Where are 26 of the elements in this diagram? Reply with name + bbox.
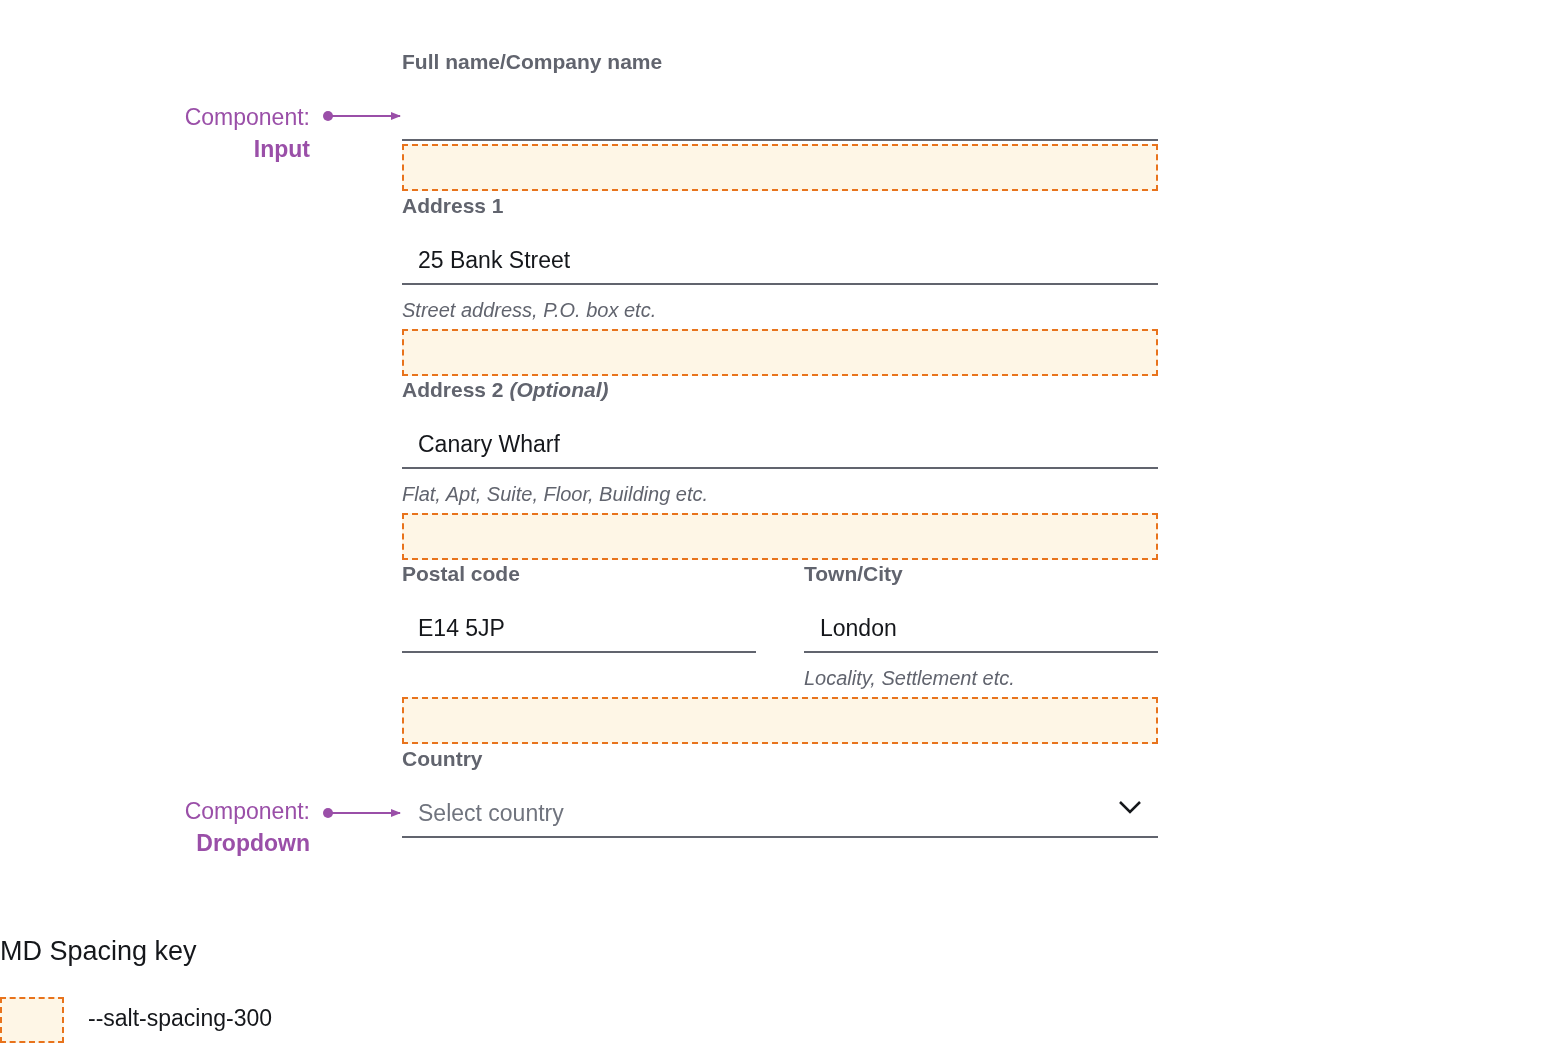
field-label: Postal code [402, 561, 521, 587]
spacing-band [402, 329, 1158, 376]
component-name: Dropdown [195, 829, 310, 858]
input-field: E14 5JP [402, 605, 756, 653]
legend-text: --salt-spacing-300 [88, 1005, 273, 1032]
helper-text: Locality, Settlement etc. [804, 666, 1016, 691]
annotation-label: Component: [184, 103, 310, 132]
helper-text: Flat, Apt, Suite, Floor, Building etc. [402, 482, 710, 507]
input-field: London [804, 605, 1158, 653]
field-label: Town/City [804, 561, 904, 587]
field-label: Country [402, 746, 484, 772]
spacing-band [402, 513, 1158, 560]
helper-text: Street address, P.O. box etc. [402, 298, 658, 323]
spacing-band [402, 144, 1158, 191]
input-field: 25 Bank Street [402, 237, 1158, 285]
dropdown-field: Select country [402, 790, 1158, 838]
field-label: Full name/Company name [402, 49, 664, 75]
field-label: Address 2 (Optional) [402, 377, 610, 403]
input-field: Canary Wharf [402, 421, 1158, 469]
annotation-label: Component: [184, 797, 310, 826]
leader-arrow [323, 808, 401, 818]
leader-arrow [323, 111, 401, 121]
spacing-band [402, 697, 1158, 744]
legend-heading: MD Spacing key [0, 936, 197, 967]
component-name: Input [252, 135, 310, 164]
field-label: Address 1 [402, 193, 505, 219]
